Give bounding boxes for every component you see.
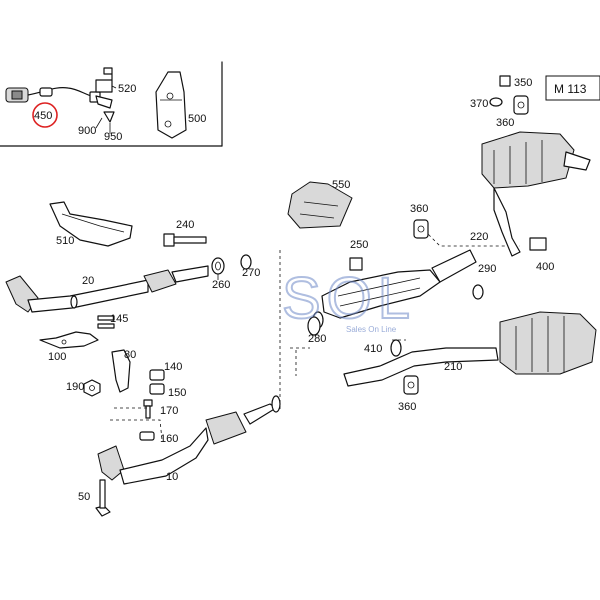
rear-silencer-210[interactable]	[343, 311, 597, 387]
label-160[interactable]: 160	[160, 433, 178, 445]
front-pipe-10[interactable]	[97, 395, 281, 485]
center-muffler-220[interactable]	[312, 249, 477, 329]
label-400[interactable]: 400	[536, 261, 554, 273]
bolt-240[interactable]	[163, 233, 207, 247]
highlighted-part-ring	[32, 102, 58, 128]
washer-370[interactable]	[489, 97, 503, 107]
label-360-mid[interactable]: 360	[410, 203, 428, 215]
clamp-410[interactable]	[390, 339, 402, 357]
heat-shield-550[interactable]	[287, 181, 353, 229]
clamp-160[interactable]	[139, 431, 155, 441]
hanger-350[interactable]	[499, 75, 511, 87]
rubber-hanger-360-top[interactable]	[513, 95, 529, 115]
clip-950[interactable]	[103, 111, 115, 123]
label-250[interactable]: 250	[350, 239, 368, 251]
bracket-400[interactable]	[529, 237, 547, 251]
label-145[interactable]: 145	[110, 313, 128, 325]
bracket-520[interactable]	[95, 67, 113, 109]
model-code: M 113	[554, 82, 587, 96]
label-150[interactable]: 150	[168, 387, 186, 399]
model-code-box: M 113	[545, 75, 600, 101]
clamp-280[interactable]	[307, 316, 321, 336]
bolt-50[interactable]	[95, 479, 111, 517]
watermark-logo: SOL Sales On Line	[281, 265, 416, 334]
label-350[interactable]: 350	[514, 77, 532, 89]
bracket-100[interactable]	[39, 331, 99, 349]
label-170[interactable]: 170	[160, 405, 178, 417]
oxygen-sensor-inset: 450 520 900 950 500	[0, 61, 223, 147]
label-260[interactable]: 260	[212, 279, 230, 291]
label-270[interactable]: 270	[242, 267, 260, 279]
label-10[interactable]: 10	[166, 471, 178, 483]
label-520[interactable]: 520	[118, 83, 136, 95]
label-20[interactable]: 20	[82, 275, 94, 287]
label-190[interactable]: 190	[66, 381, 84, 393]
label-240[interactable]: 240	[176, 219, 194, 231]
watermark-text: SOL	[282, 266, 416, 331]
clamp-270[interactable]	[240, 254, 252, 270]
nut-190[interactable]	[83, 379, 101, 397]
label-280[interactable]: 280	[308, 333, 326, 345]
label-500[interactable]: 500	[188, 113, 206, 125]
label-80[interactable]: 80	[124, 349, 136, 361]
bracket-80[interactable]	[111, 349, 131, 393]
heat-shield-510[interactable]	[49, 201, 133, 247]
assembly-guide-lines	[110, 225, 520, 441]
clamp-290[interactable]	[472, 284, 484, 300]
mount-150[interactable]	[149, 383, 165, 395]
label-50[interactable]: 50	[78, 491, 90, 503]
label-360-low[interactable]: 360	[398, 401, 416, 413]
label-360-top[interactable]: 360	[496, 117, 514, 129]
bracket-250[interactable]	[349, 257, 363, 271]
label-370[interactable]: 370	[470, 98, 488, 110]
label-450[interactable]: 450	[34, 110, 52, 122]
oxygen-sensor-part[interactable]	[5, 87, 101, 103]
label-410[interactable]: 410	[364, 343, 382, 355]
rubber-hanger-360-mid[interactable]	[413, 219, 429, 239]
rubber-hanger-360-low[interactable]	[403, 375, 419, 395]
label-950[interactable]: 950	[104, 131, 122, 143]
label-220[interactable]: 220	[470, 231, 488, 243]
label-210[interactable]: 210	[444, 361, 462, 373]
label-100[interactable]: 100	[48, 351, 66, 363]
gasket-260[interactable]	[211, 257, 225, 275]
watermark-subtext: Sales On Line	[346, 325, 397, 334]
hanger-145[interactable]	[97, 315, 115, 329]
label-550[interactable]: 550	[332, 179, 350, 191]
label-900[interactable]: 900	[78, 125, 96, 137]
label-510[interactable]: 510	[56, 235, 74, 247]
heat-shield-bracket-500[interactable]	[155, 71, 187, 139]
label-290[interactable]: 290	[478, 263, 496, 275]
front-pipe-20[interactable]	[5, 265, 209, 313]
mount-140[interactable]	[149, 369, 165, 381]
bolt-170[interactable]	[143, 399, 153, 419]
rear-silencer-upper[interactable]	[481, 131, 591, 257]
label-140[interactable]: 140	[164, 361, 182, 373]
